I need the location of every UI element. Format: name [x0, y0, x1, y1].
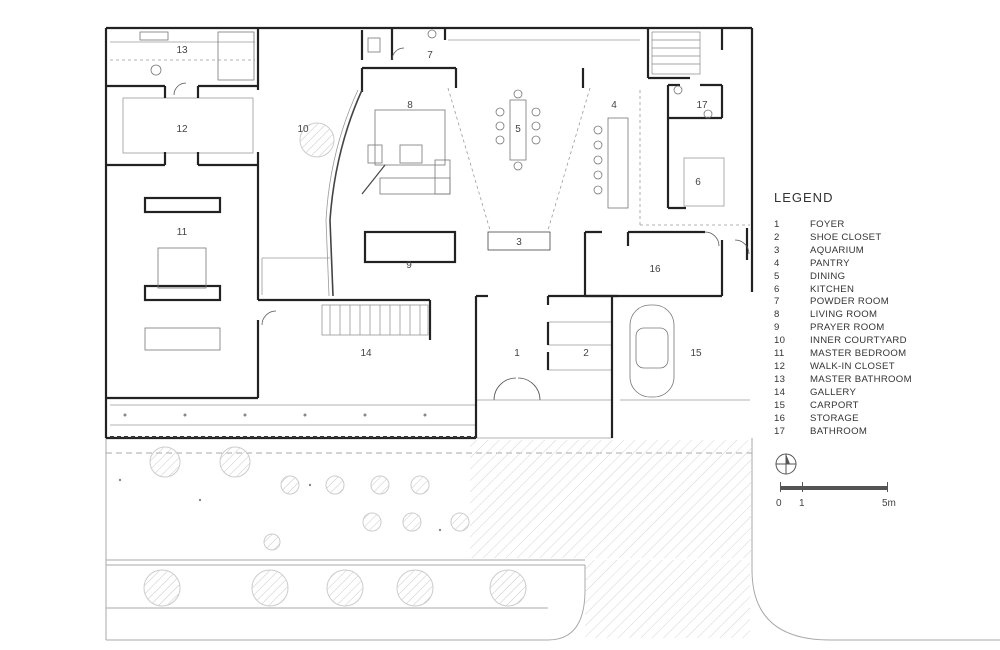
room-14-label: 14 [360, 348, 372, 359]
scale-bar: 0 1 5m [772, 482, 912, 516]
scale-label-one: 1 [799, 498, 805, 509]
legend-list: 1 FOYER 2 SHOE CLOSET 3 AQUARIUM 4 PANTRY 5 DININ… [774, 219, 974, 438]
legend-item: 17 BATHROOM [774, 426, 974, 439]
legend-item-label: PRAYER ROOM [810, 322, 885, 334]
room-9-label: 9 [406, 260, 412, 271]
room-2-label: 2 [583, 348, 589, 359]
legend-item-number: 11 [774, 348, 785, 360]
legend-item: 7 POWDER ROOM [774, 296, 974, 309]
walls [104, 26, 754, 440]
scale-tick [802, 482, 803, 492]
legend-item-label: LIVING ROOM [810, 309, 878, 321]
legend-item-label: FOYER [810, 219, 845, 230]
legend-item-label: DINING [810, 270, 846, 282]
legend-item-label: POWDER ROOM [810, 296, 889, 308]
courtyard-glass [325, 89, 363, 297]
legend-item-number: 2 [774, 231, 780, 243]
legend-item-label: GALLERY [810, 386, 857, 398]
legend-item-number: 9 [774, 322, 780, 334]
room-13-label: 13 [176, 45, 188, 56]
legend-item-number: 3 [774, 244, 780, 256]
legend-item-number: 1 [774, 219, 780, 230]
room-17-label: 17 [696, 100, 708, 111]
room-5-label: 5 [515, 124, 521, 135]
legend-item-number: 16 [774, 412, 786, 424]
door-swings [173, 47, 750, 401]
interior-lines [110, 39, 750, 439]
legend-item-label: BATHROOM [810, 425, 868, 437]
legend-item: 6 KITCHEN [774, 284, 974, 297]
room-4-label: 4 [611, 100, 617, 111]
legend-item: 2 SHOE CLOSET [774, 232, 974, 245]
room-3-label: 3 [516, 237, 522, 248]
room-labels: 1 2 3 4 5 6 7 8 9 10 11 12 13 14 15 16 1… [176, 45, 708, 359]
legend-item: 13 MASTER BATHROOM [774, 374, 974, 387]
legend-item: 15 CARPORT [774, 400, 974, 413]
scale-bar-first-meter [780, 486, 802, 490]
legend-item-label: INNER COURTYARD [810, 335, 907, 347]
scale-label-five: 5m [882, 498, 896, 509]
legend-item-label: STORAGE [810, 412, 859, 424]
legend: LEGEND 1 FOYER 2 SHOE CLOSET 3 AQUARIUM 4 PANTR… [774, 190, 974, 438]
room-15-label: 15 [690, 348, 702, 359]
driveway-hatch [470, 440, 752, 638]
room-7-label: 7 [427, 50, 433, 61]
legend-item-label: CARPORT [810, 399, 859, 411]
stairs [321, 31, 701, 336]
north-arrow-icon [775, 453, 797, 475]
legend-item: 12 WALK-IN CLOSET [774, 361, 974, 374]
legend-item: 16 STORAGE [774, 413, 974, 426]
legend-item: 14 GALLERY [774, 387, 974, 400]
legend-item-number: 12 [774, 360, 786, 372]
furniture [139, 29, 713, 398]
planter-dots [118, 413, 442, 532]
legend-item: 5 DINING [774, 271, 974, 284]
legend-item-number: 6 [774, 283, 780, 295]
legend-item-label: AQUARIUM [810, 244, 865, 256]
legend-item-label: SHOE CLOSET [810, 231, 882, 243]
legend-item-number: 8 [774, 309, 780, 321]
legend-item-number: 7 [774, 296, 780, 308]
room-6-label: 6 [695, 177, 701, 188]
scale-tick [780, 482, 781, 492]
legend-item: 9 PRAYER ROOM [774, 322, 974, 335]
legend-item: 11 MASTER BEDROOM [774, 348, 974, 361]
legend-item: 4 PANTRY [774, 258, 974, 271]
room-8-label: 8 [407, 100, 413, 111]
room-12-label: 12 [176, 124, 188, 135]
legend-item-number: 13 [774, 373, 786, 385]
legend-item-number: 17 [774, 425, 786, 437]
garden-trees [143, 122, 527, 607]
scale-bar-remaining [802, 486, 888, 490]
room-11-label: 11 [177, 227, 188, 238]
legend-item: 10 INNER COURTYARD [774, 335, 974, 348]
legend-item: 3 AQUARIUM [774, 245, 974, 258]
legend-item-number: 14 [774, 386, 786, 398]
legend-item: 1 FOYER [774, 219, 974, 232]
room-16-label: 16 [649, 264, 661, 275]
legend-item-label: MASTER BATHROOM [810, 373, 912, 385]
scale-label-zero: 0 [776, 498, 782, 509]
legend-title: LEGEND [774, 190, 834, 205]
legend-item-number: 15 [774, 399, 786, 411]
room-1-label: 1 [514, 348, 520, 359]
legend-item-label: PANTRY [810, 257, 850, 269]
scale-tick [887, 482, 888, 492]
room-10-label: 10 [297, 124, 309, 135]
legend-item-number: 4 [774, 257, 780, 269]
legend-item: 8 LIVING ROOM [774, 309, 974, 322]
legend-item-label: WALK-IN CLOSET [810, 360, 895, 372]
legend-item-label: KITCHEN [810, 283, 855, 295]
legend-item-number: 10 [774, 335, 786, 347]
legend-item-label: MASTER BEDROOM [810, 348, 907, 360]
legend-item-number: 5 [774, 270, 780, 282]
